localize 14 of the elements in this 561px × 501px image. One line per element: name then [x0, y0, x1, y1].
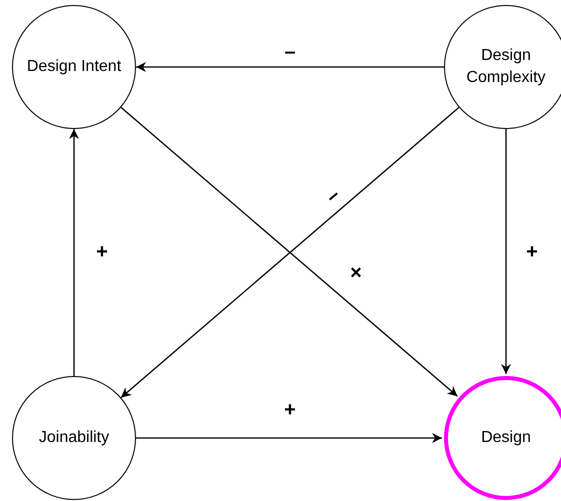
arrow	[136, 62, 444, 72]
arrow	[501, 129, 511, 374]
arrow	[69, 129, 79, 376]
edge-label: –	[284, 42, 296, 62]
edge-label: +	[96, 242, 108, 262]
arrow	[136, 433, 442, 443]
node-label: Joinability	[38, 428, 110, 448]
node-label: Design	[480, 428, 532, 448]
node-label: Design Complexity	[465, 46, 547, 88]
edge-label: +	[284, 400, 296, 420]
edge-label: ×	[350, 263, 362, 283]
edge-label: +	[526, 242, 538, 262]
node-label: Design Intent	[26, 57, 122, 77]
edge-label: –	[322, 184, 344, 208]
